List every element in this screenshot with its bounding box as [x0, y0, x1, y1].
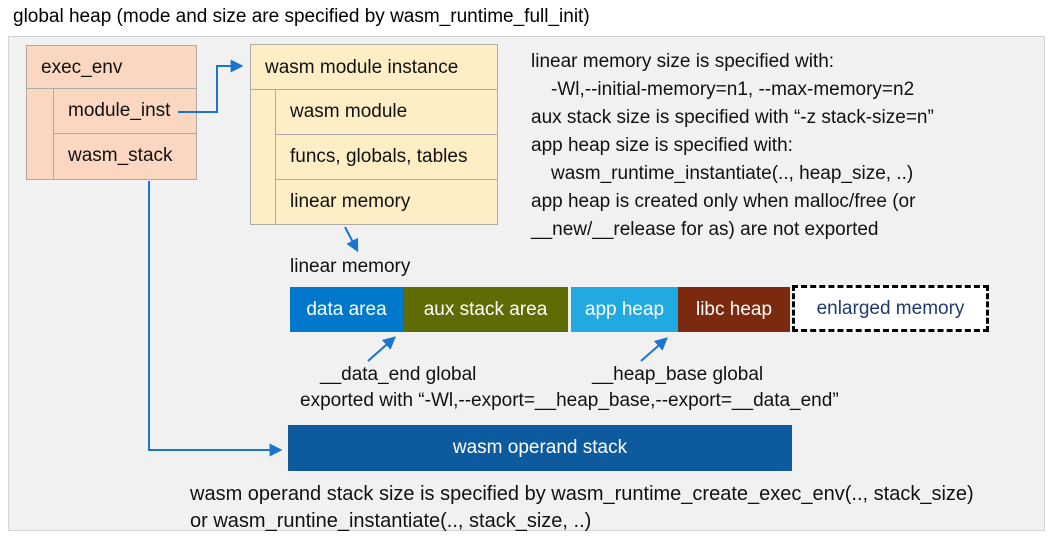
wasm-operand-stack-bar: wasm operand stack: [288, 425, 792, 471]
segment-aux-stack-area: aux stack area: [403, 287, 568, 332]
note-line: wasm operand stack size is specified by …: [190, 483, 974, 505]
note-line: __new/__release for as) are not exported: [531, 219, 879, 240]
exec-env-row-module-inst: module_inst: [53, 88, 197, 134]
page-title: global heap (mode and size are specified…: [13, 6, 590, 27]
note-line: aux stack size is specified with “-z sta…: [531, 107, 934, 128]
linear-memory-label: linear memory: [290, 256, 411, 277]
data-end-global-label: __data_end global: [320, 364, 477, 385]
segment-data-area: data area: [290, 287, 403, 332]
segment-enlarged-memory: enlarged memory: [792, 285, 989, 332]
note-line: app heap size is specified with:: [531, 135, 793, 156]
module-instance-row-funcs-globals-tables: funcs, globals, tables: [275, 134, 498, 180]
module-instance-header: wasm module instance: [265, 57, 459, 78]
heap-base-global-label: __heap_base global: [592, 364, 764, 385]
module-instance-row-linear-memory: linear memory: [275, 179, 498, 225]
operand-stack-note: wasm operand stack size is specified by …: [190, 481, 974, 535]
exec-env-header: exec_env: [41, 57, 123, 78]
note-line: wasm_runtime_instantiate(.., heap_size, …: [551, 163, 914, 184]
note-line: linear memory size is specified with:: [531, 51, 835, 72]
segment-libc-heap: libc heap: [678, 287, 790, 332]
note-line: app heap is created only when malloc/fre…: [531, 191, 916, 212]
memory-size-notes: linear memory size is specified with: -W…: [531, 48, 934, 244]
exported-with-label: exported with “-Wl,--export=__heap_base,…: [300, 390, 839, 411]
note-line: or wasm_runtine_instantiate(.., stack_si…: [190, 510, 592, 532]
note-line: -Wl,--initial-memory=n1, --max-memory=n2: [551, 79, 915, 100]
module-instance-row-wasm-module: wasm module: [275, 89, 498, 135]
segment-app-heap: app heap: [571, 287, 678, 332]
exec-env-row-wasm-stack: wasm_stack: [53, 133, 197, 180]
